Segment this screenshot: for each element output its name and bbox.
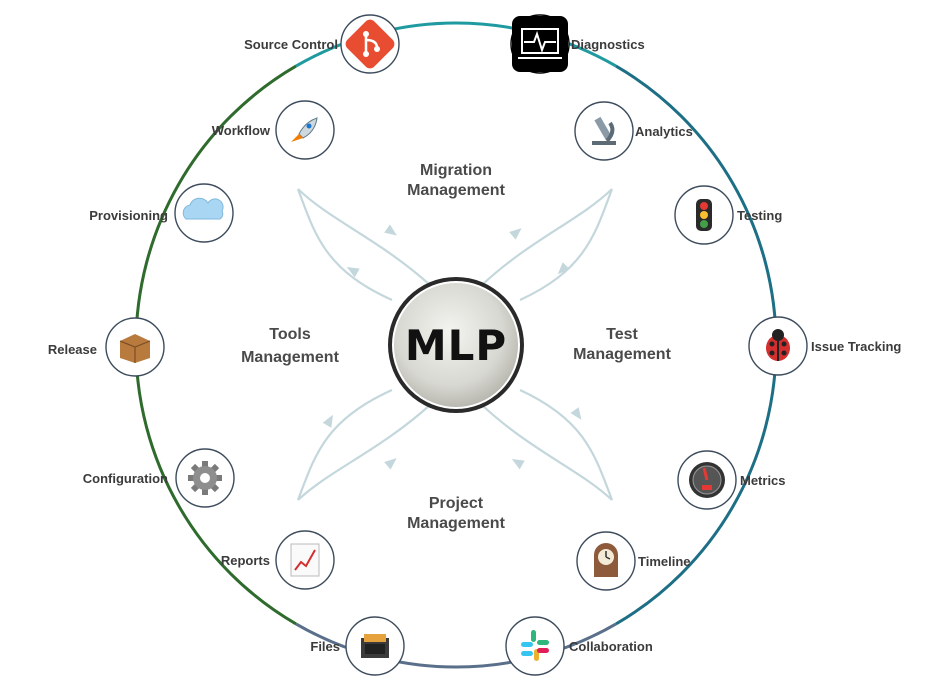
flow-arrowhead [557,262,570,275]
flow-arrowhead [384,458,397,470]
quadrant-project-line2: Management [407,515,505,532]
flow-arrowhead [384,224,397,236]
traffic-light-icon [696,199,712,231]
rocket-icon [291,117,318,142]
tool-node-workflow[interactable]: Workflow [212,100,335,160]
flow-arrowhead [511,459,525,470]
slack-icon [521,630,549,661]
flow-curve [297,188,431,286]
tool-node-provisioning[interactable]: Provisioning [89,183,234,243]
tool-node-analytics[interactable]: Analytics [574,101,693,161]
quadrant-migration-line1: Migration [420,162,492,179]
quadrant-test: Test Management [573,326,671,363]
quadrant-tools: Tools Management [241,326,339,366]
quadrant-test-line2: Management [573,346,671,363]
tool-label-source-control: Source Control [244,37,338,52]
ring-arc-project [295,622,617,669]
quadrant-migration: Migration Management [407,162,505,199]
flow-curve [296,388,393,501]
tool-label-issue-tracking: Issue Tracking [811,339,901,354]
tool-node-circle [505,616,565,676]
file-cabinet-icon [361,634,389,658]
git-icon [345,19,395,69]
cloud-icon [182,197,224,220]
chart-report-icon [290,543,320,577]
tool-node-metrics[interactable]: Metrics [677,450,786,510]
tool-label-files: Files [310,639,340,654]
tool-label-analytics: Analytics [635,124,693,139]
ring-arc-migration [295,21,617,68]
tool-label-collaboration: Collaboration [569,639,653,654]
tool-node-timeline[interactable]: Timeline [576,531,691,591]
flow-curve [519,188,614,301]
tool-node-files[interactable]: Files [310,616,405,676]
tool-node-diagnostics[interactable]: Diagnostics [510,14,645,74]
microscope-icon [592,116,616,145]
tool-label-workflow: Workflow [212,123,271,138]
tool-label-provisioning: Provisioning [89,208,168,223]
tool-node-release[interactable]: Release [48,317,165,377]
tool-label-metrics: Metrics [740,473,786,488]
flow-curve [519,389,614,501]
gauge-icon [689,462,725,498]
clock-icon [594,543,618,577]
tool-node-testing[interactable]: Testing [674,185,782,245]
tool-label-release: Release [48,342,97,357]
tool-node-reports[interactable]: Reports [221,530,335,590]
ladybug-icon [766,329,790,361]
flow-arrowhead [570,407,582,420]
mlp-core: MLP [388,277,524,413]
quadrant-project: Project Management [407,495,505,532]
tool-label-diagnostics: Diagnostics [571,37,645,52]
flow-curve [296,188,393,302]
flow-arrowhead [509,228,522,240]
quadrant-test-line1: Test [606,326,638,343]
tool-node-source-control[interactable]: Source Control [244,14,400,74]
quadrant-project-line1: Project [429,495,484,512]
tool-node-collaboration[interactable]: Collaboration [505,616,653,676]
gear-icon [188,461,222,495]
tool-nodes: Source Control DiagnosticsAnalyticsTestin… [48,14,901,676]
mlp-core-label: MLP [405,321,507,370]
package-icon [119,334,151,363]
flow-petals [296,188,614,501]
tool-label-reports: Reports [221,553,270,568]
quadrant-migration-line2: Management [407,182,505,199]
flow-curve [481,404,613,501]
flow-curve [297,404,431,501]
tool-label-configuration: Configuration [83,471,168,486]
tool-node-issue-tracking[interactable]: Issue Tracking [748,316,901,376]
flow-arrowhead [322,414,333,428]
quadrant-tools-line1: Tools [269,326,311,343]
flow-curve [481,188,613,286]
monitor-pulse-icon [512,16,568,72]
flow-arrowhead [346,267,360,278]
tool-node-configuration[interactable]: Configuration [83,448,235,508]
tool-label-timeline: Timeline [638,554,691,569]
tool-label-testing: Testing [737,208,782,223]
quadrant-tools-line2: Management [241,349,339,366]
